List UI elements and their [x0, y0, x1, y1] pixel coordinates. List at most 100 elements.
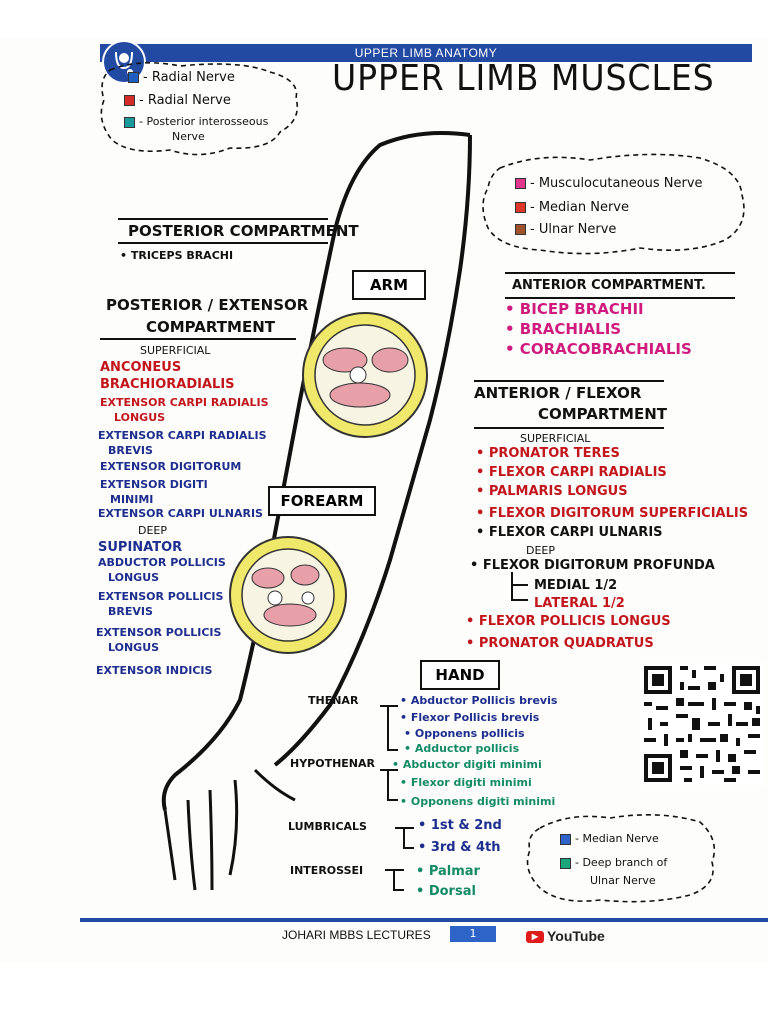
legend-label: - Musculocutaneous Nerve [530, 176, 703, 191]
legend-ulnar: - Ulnar Nerve [515, 222, 616, 237]
label-arm: ARM [352, 270, 426, 300]
posterior-extensor-heading: POSTERIOR / EXTENSOR [106, 296, 309, 314]
muscle-item: EXTENSOR POLLICIS [98, 590, 224, 603]
muscle-item: LATERAL 1/2 [534, 596, 625, 611]
muscle-item: • FLEXOR CARPI RADIALIS [476, 465, 667, 480]
muscle-item: BREVIS [108, 605, 153, 618]
thenar-label: THENAR [308, 694, 359, 707]
muscle-item: EXTENSOR CARPI RADIALIS [100, 396, 269, 409]
muscle-item: EXTENSOR POLLICIS [96, 626, 222, 639]
muscle-item: • BRACHIALIS [505, 320, 622, 338]
legend-musculocutaneous: - Musculocutaneous Nerve [515, 176, 703, 191]
legend-label: - Median Nerve [530, 200, 629, 215]
muscle-item: • Abductor digiti minimi [392, 758, 542, 771]
underline [505, 297, 735, 299]
underline [100, 338, 296, 340]
label-forearm: FOREARM [268, 486, 376, 516]
legend-radial-nerve-red: - Radial Nerve [124, 93, 231, 108]
blue-swatch-icon [560, 833, 571, 845]
anterior-compartment-heading: ANTERIOR COMPARTMENT. [512, 278, 706, 293]
red-swatch-icon [124, 95, 135, 106]
muscle-item: EXTENSOR CARPI RADIALIS [98, 429, 267, 442]
muscle-item: • PRONATOR TERES [476, 446, 620, 461]
deep-label: DEEP [138, 524, 168, 537]
header-banner: UPPER LIMB ANATOMY [100, 44, 752, 62]
youtube-link[interactable]: ▶YouTube [526, 928, 605, 944]
anterior-flexor-heading-2: COMPARTMENT [538, 405, 667, 423]
muscle-item: • FLEXOR CARPI ULNARIS [476, 525, 663, 540]
muscle-item: • PRONATOR QUADRATUS [466, 636, 654, 651]
underline [505, 272, 735, 274]
label-hand: HAND [420, 660, 500, 690]
muscle-item: LONGUS [108, 571, 160, 584]
muscle-item: MINIMI [110, 493, 154, 506]
muscle-item: • FLEXOR POLLICIS LONGUS [466, 614, 671, 629]
muscle-item: EXTENSOR DIGITORUM [100, 460, 242, 473]
muscle-item: • Dorsal [416, 884, 476, 899]
muscle-item: • FLEXOR DIGITORUM SUPERFICIALIS [476, 506, 749, 521]
legend-label: - Radial Nerve [143, 70, 235, 85]
legend-posterior-interosseous: - Posterior interosseous [124, 115, 268, 128]
legend-label: - Radial Nerve [139, 93, 231, 108]
muscle-item: SUPINATOR [98, 540, 183, 555]
anterior-flexor-heading: ANTERIOR / FLEXOR [474, 384, 642, 402]
muscle-item: • Adductor pollicis [404, 742, 520, 755]
muscle-item: ANCONEUS [100, 360, 182, 375]
muscle-item: • Abductor Pollicis brevis [400, 694, 558, 707]
posterior-compartment-heading: POSTERIOR COMPARTMENT [128, 222, 359, 240]
brown-swatch-icon [515, 224, 526, 235]
underline [474, 427, 664, 429]
red-swatch-icon [515, 202, 526, 213]
muscle-item: • 3rd & 4th [418, 840, 501, 855]
notebook-sheet [0, 38, 768, 963]
teal-swatch-icon [124, 116, 135, 128]
muscle-item: • Palmar [416, 864, 480, 879]
footer-bar [80, 918, 768, 922]
underline [118, 242, 328, 244]
muscle-item: • 1st & 2nd [418, 818, 502, 833]
legend-label: - Posterior interosseous [139, 115, 269, 128]
muscle-item: EXTENSOR DIGITI [100, 478, 208, 491]
muscle-item: • PALMARIS LONGUS [476, 484, 628, 499]
legend-label: - Ulnar Nerve [530, 222, 617, 237]
interossei-label: INTEROSSEI [290, 864, 364, 877]
legend-median-blue: - Median Nerve [560, 832, 659, 845]
legend-nerve-continuation: Nerve [172, 130, 205, 143]
legend-radial-nerve-blue: - Radial Nerve [128, 70, 235, 85]
qr-code-icon[interactable] [640, 662, 764, 786]
legend-deep-branch: - Deep branch of [560, 856, 667, 869]
deep-label: DEEP [526, 544, 556, 557]
lumbricals-label: LUMBRICALS [288, 820, 367, 833]
legend-median: - Median Nerve [515, 200, 629, 215]
muscle-item: LONGUS [108, 641, 160, 654]
underline [118, 218, 328, 220]
legend-label: - Deep branch of [575, 856, 668, 869]
muscle-item: • Flexor Pollicis brevis [400, 711, 540, 724]
green-swatch-icon [560, 857, 571, 869]
pink-swatch-icon [515, 178, 526, 189]
page-title: UPPER LIMB MUSCLES [332, 58, 715, 99]
blue-swatch-icon [128, 72, 139, 83]
muscle-item: EXTENSOR INDICIS [96, 664, 213, 677]
muscle-item: MEDIAL 1/2 [534, 578, 618, 593]
muscle-item: • Flexor digiti minimi [400, 776, 532, 789]
muscle-item: BREVIS [108, 444, 153, 457]
superficial-label: SUPERFICIAL [140, 344, 211, 357]
posterior-extensor-heading-2: COMPARTMENT [146, 318, 275, 336]
muscle-item: • Opponens digiti minimi [400, 795, 556, 808]
triceps-item: • TRICEPS BRACHI [120, 249, 234, 262]
muscle-item: • FLEXOR DIGITORUM PROFUNDA [470, 558, 715, 573]
page-number: 1 [450, 926, 496, 942]
muscle-item: ABDUCTOR POLLICIS [98, 556, 226, 569]
superficial-label: SUPERFICIAL [520, 432, 591, 445]
youtube-play-icon: ▶ [526, 931, 544, 944]
legend-ulnar-continuation: Ulnar Nerve [590, 874, 656, 887]
muscle-item: • CORACOBRACHIALIS [505, 340, 692, 358]
muscle-item: EXTENSOR CARPI ULNARIS [98, 507, 263, 520]
youtube-label: YouTube [547, 928, 605, 944]
footer-text: JOHARI MBBS LECTURES [282, 928, 431, 942]
legend-label: - Median Nerve [575, 832, 659, 845]
muscle-item: • BICEP BRACHII [505, 300, 644, 318]
muscle-item: BRACHIORADIALIS [100, 377, 235, 392]
